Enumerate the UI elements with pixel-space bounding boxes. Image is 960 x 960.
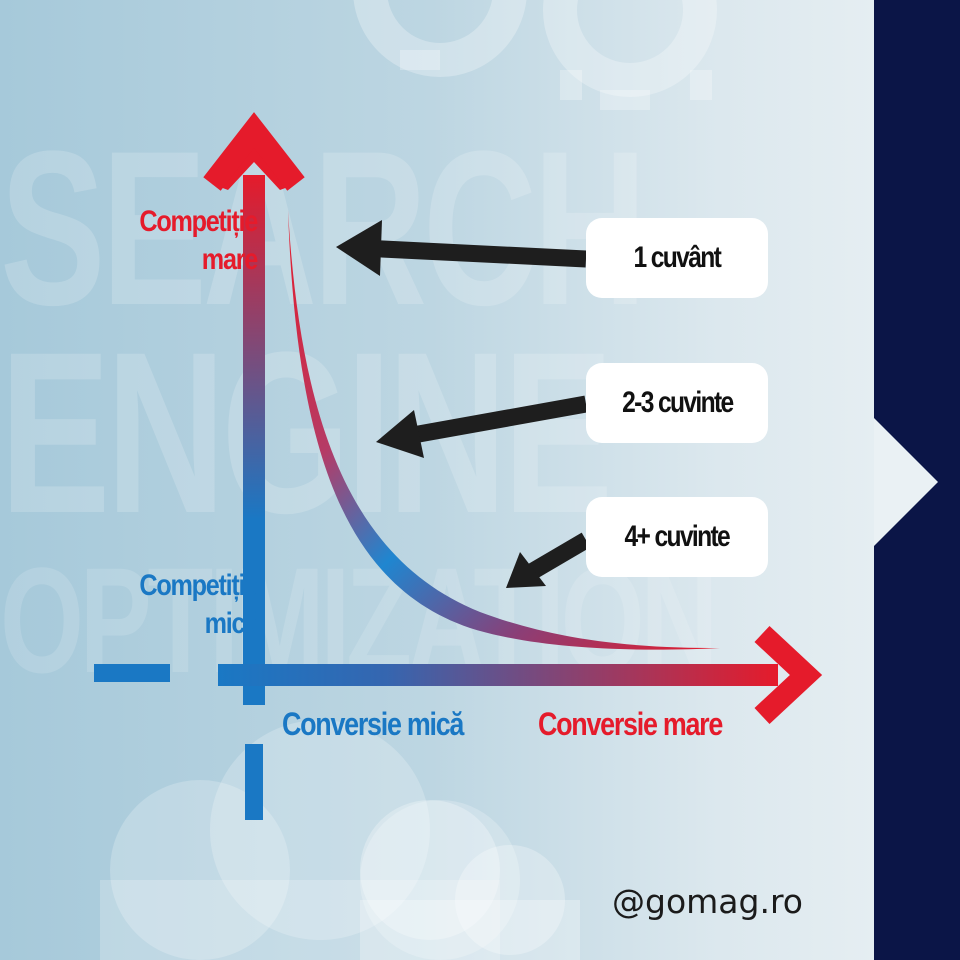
callout-four-plus-words: 4+ cuvinte bbox=[586, 497, 768, 577]
brand-handle: @gomag.ro bbox=[612, 882, 803, 921]
callout-label: 2-3 cuvinte bbox=[621, 386, 734, 419]
x-axis-arrowhead bbox=[754, 625, 823, 725]
x-axis bbox=[218, 664, 778, 686]
callout-two-three-words: 2-3 cuvinte bbox=[586, 363, 768, 443]
y-high-line1: Competiție bbox=[139, 205, 258, 238]
x-axis-low-label: Conversie mică bbox=[282, 706, 464, 742]
watermark-engine: ENGINE bbox=[0, 304, 613, 561]
arrow-to-head bbox=[336, 220, 587, 276]
y-high-line2: mare bbox=[201, 243, 258, 276]
x-axis-high-label: Conversie mare bbox=[538, 706, 723, 742]
y-low-line2: mică bbox=[204, 607, 259, 640]
y-axis-high-label: Competiție mare bbox=[118, 203, 258, 279]
callout-label: 4+ cuvinte bbox=[624, 520, 731, 553]
callout-one-word: 1 cuvânt bbox=[586, 218, 768, 298]
y-low-line1: Competiție bbox=[139, 569, 258, 602]
y-axis-low-label: Competiție mică bbox=[118, 567, 259, 643]
arrow-to-middle bbox=[376, 395, 588, 458]
watermark-search: SEARCH bbox=[0, 105, 647, 351]
gear-icon bbox=[353, 0, 527, 77]
y-axis-arrowhead bbox=[212, 130, 296, 190]
arrow-to-tail bbox=[506, 532, 591, 588]
gear-icon bbox=[543, 0, 717, 97]
y-axis bbox=[243, 175, 265, 705]
callout-label: 1 cuvânt bbox=[633, 241, 722, 274]
y-axis-tail-dash bbox=[245, 744, 263, 820]
cloud-icon bbox=[100, 720, 520, 960]
y-axis-arrowhead-outline bbox=[203, 112, 305, 191]
x-axis-tail-dash bbox=[94, 664, 170, 682]
